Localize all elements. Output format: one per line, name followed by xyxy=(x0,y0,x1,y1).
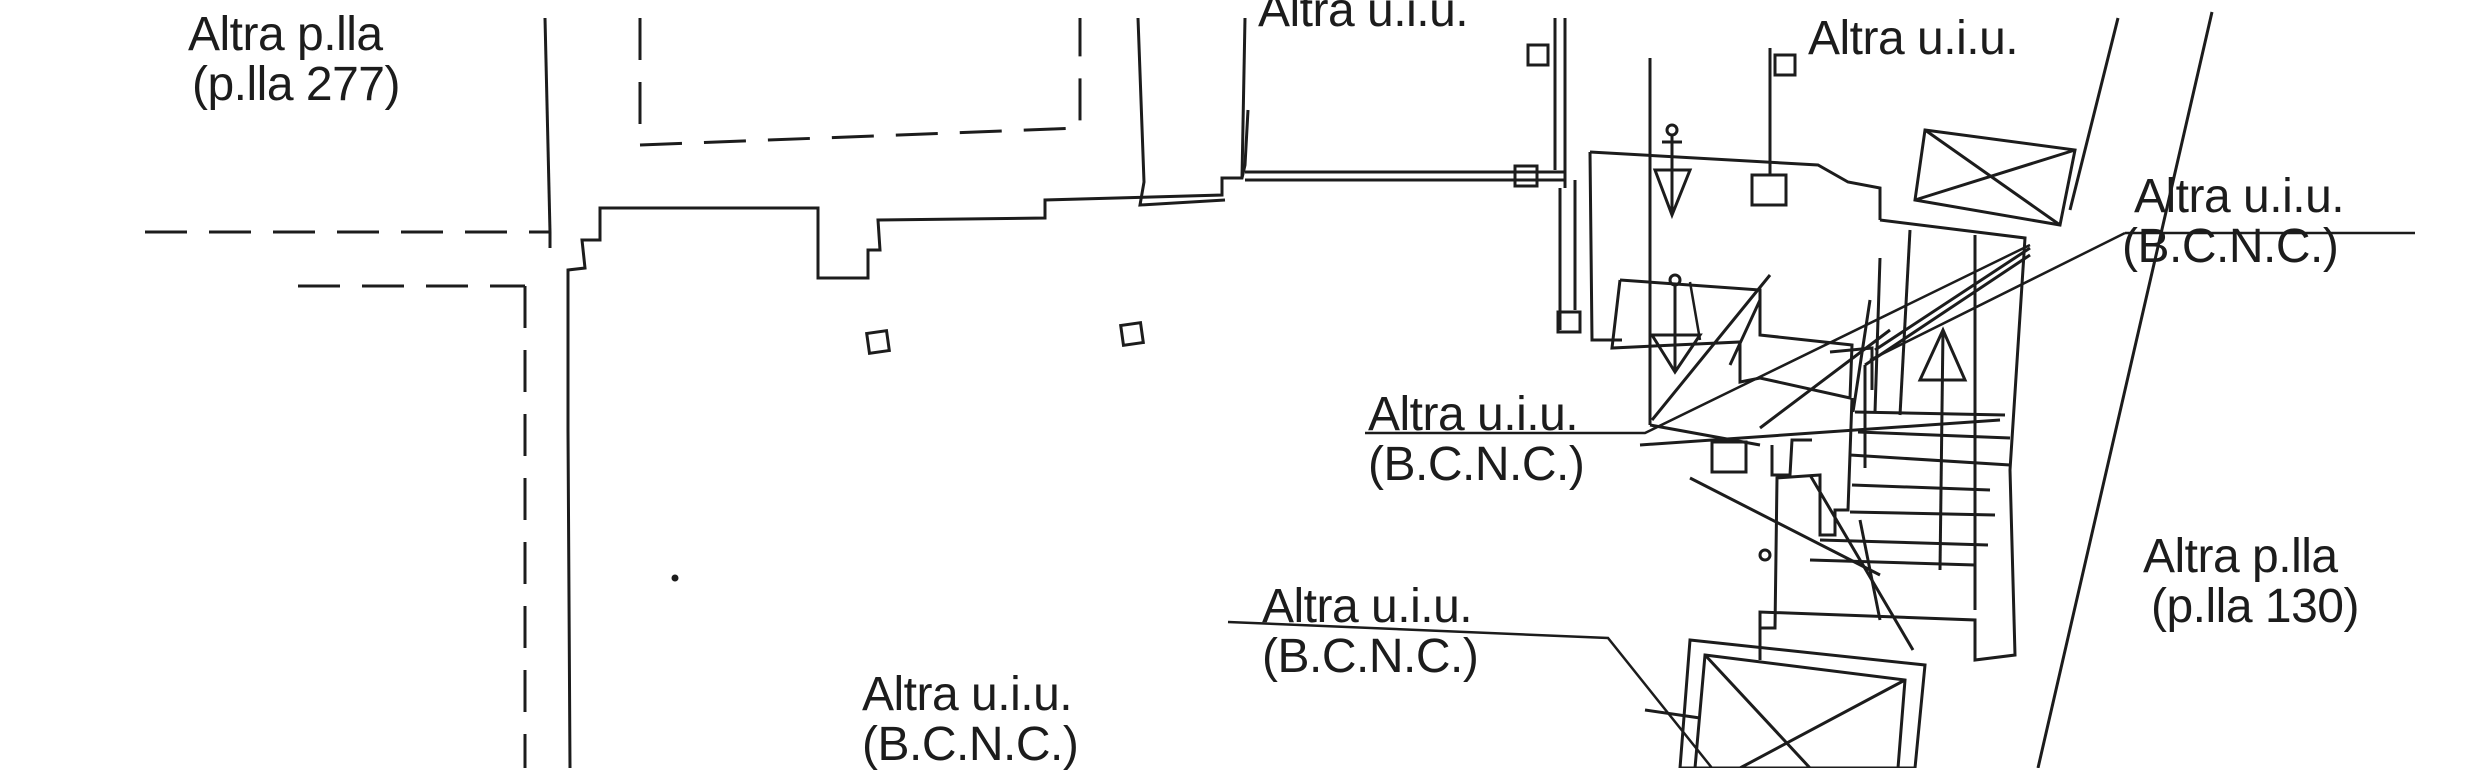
label-line: Altra u.i.u. xyxy=(1368,388,1579,441)
elevator-box-bottom xyxy=(1644,638,1927,768)
label-unit-center-bcnc: Altra u.i.u. (B.C.N.C.) xyxy=(1368,388,1585,491)
label-line: (B.C.N.C.) xyxy=(2122,220,2339,273)
label-line: (B.C.N.C.) xyxy=(1368,438,1585,491)
label-line: (p.lla 130) xyxy=(2151,580,2359,633)
parcel-boundary-right xyxy=(2036,11,2214,768)
label-line: (B.C.N.C.) xyxy=(862,718,1079,771)
label-unit-right-bcnc: Altra u.i.u. (B.C.N.C.) xyxy=(2122,170,2345,273)
label-unit-top-center: Altra u.i.u. xyxy=(1258,0,1469,37)
label-unit-top-right: Altra u.i.u. xyxy=(1808,12,2019,65)
building-outline xyxy=(543,17,1577,768)
arrow-up-icon xyxy=(1758,326,1968,571)
stair-core xyxy=(1588,48,2031,662)
label-line: Altra p.lla xyxy=(2143,530,2338,583)
label-line: Altra u.i.u. xyxy=(1262,580,1473,633)
elevator-box-top xyxy=(1913,128,2077,227)
label-line: Altra p.lla xyxy=(188,8,383,61)
label-line: Altra u.i.u. xyxy=(1808,12,2019,65)
label-line: Altra u.i.u. xyxy=(1258,0,1469,37)
parcel-boundary-dashed xyxy=(145,18,1082,768)
pillar-squares xyxy=(865,43,1797,474)
label-unit-bottom-left-bcnc: Altra u.i.u. (B.C.N.C.) xyxy=(862,668,1079,771)
label-leader-lines xyxy=(1227,231,2415,768)
label-line: (B.C.N.C.) xyxy=(1262,630,1479,683)
label-unit-lower-center-bcnc: Altra u.i.u. (B.C.N.C.) xyxy=(1262,580,1479,683)
label-parcel-130: Altra p.lla (p.lla 130) xyxy=(2143,532,2359,632)
reference-dot xyxy=(671,574,679,582)
label-line: Altra u.i.u. xyxy=(2134,170,2345,223)
label-line: (p.lla 277) xyxy=(192,58,400,111)
arrow-down-icon xyxy=(1652,123,1693,220)
label-parcel-277: Altra p.lla (p.lla 277) xyxy=(188,10,400,110)
arrow-down-icon xyxy=(1649,273,1703,375)
label-line: Altra u.i.u. xyxy=(862,668,1073,721)
